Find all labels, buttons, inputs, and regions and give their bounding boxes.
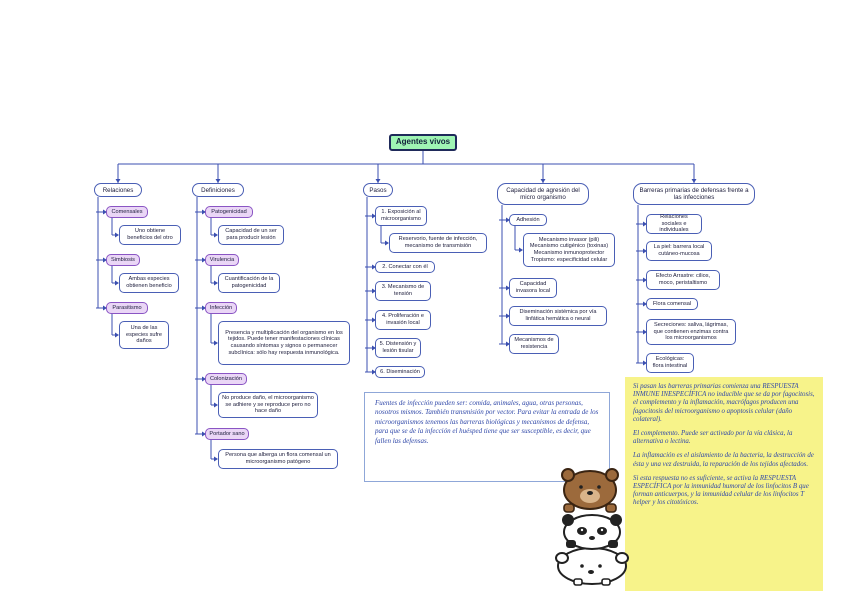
definicion-infeccion-desc: Presencia y multiplicación del organismo…	[218, 321, 350, 365]
relacion-comensales-desc: Uno obtiene beneficios del otro	[119, 225, 181, 245]
definicion-portador-desc: Persona que alberga un flora comensal un…	[218, 449, 338, 469]
relacion-simbiosis: Simbiosis	[106, 254, 140, 266]
category-barreras: Barreras primarias de defensas frente a …	[633, 183, 755, 205]
capacidad-invasora: Capacidad invasora local	[509, 278, 557, 298]
category-definiciones: Definiciones	[192, 183, 244, 197]
category-relaciones: Relaciones	[94, 183, 142, 197]
paso-1-desc: Reservorio, fuente de infección, mecanis…	[389, 233, 487, 253]
root-node: Agentes vivos	[389, 134, 457, 151]
definicion-virulencia-desc: Cuantificación de la patogenicidad	[218, 273, 280, 293]
category-capacidad: Capacidad de agresión del micro organism…	[497, 183, 589, 205]
capacidad-diseminacion: Diseminación sistémica por vía linfática…	[509, 306, 607, 326]
definicion-patogenicidad: Patogenicidad	[205, 206, 253, 218]
relacion-simbiosis-desc: Ambas especies obtienen beneficio	[119, 273, 179, 293]
definicion-virulencia: Virulencia	[205, 254, 239, 266]
definicion-colonizacion-desc: No produce daño, el microorganismo se ad…	[218, 392, 318, 418]
relacion-parasitismo-desc: Una de las especies sufre daños	[119, 321, 169, 349]
fuentes-infeccion-note: Fuentes de infección pueden ser: comida,…	[364, 392, 610, 482]
capacidad-adhesion-desc: Mecanismo invasor (pili) Mecanismo cutig…	[523, 233, 615, 267]
paso-5: 5. Distensión y lesión tisular	[375, 338, 421, 358]
respuesta-inespecifica-text: Si pasan las barreras primarias comienza…	[633, 383, 815, 423]
barrera-3: Efecto Arrastre: cilios, moco, peristalt…	[646, 270, 720, 290]
definicion-infeccion: Infección	[205, 302, 237, 314]
respuesta-inmune-note: Si pasan las barreras primarias comienza…	[625, 377, 823, 591]
definicion-colonizacion: Colonización	[205, 373, 247, 385]
stacked-bears-icon	[555, 468, 629, 586]
paso-4: 4. Proliferación e invasión local	[375, 310, 431, 330]
category-pasos: Pasos	[363, 183, 393, 197]
barrera-2: La piel: barrera local cutáneo-mucosa	[646, 241, 712, 261]
paso-6: 6. Diseminación	[375, 366, 425, 378]
paso-2: 2. Conectar con él	[375, 261, 435, 273]
relacion-comensales: Comensales	[106, 206, 148, 218]
relacion-parasitismo: Parasitismo	[106, 302, 148, 314]
barrera-1: Relaciones sociales e individuales	[646, 214, 702, 234]
inflamacion-text: La inflamación es el aislamiento de la b…	[633, 452, 814, 468]
capacidad-resistencia: Mecanismos de resistencia	[509, 334, 559, 354]
paso-1: 1. Exposición al microorganismo	[375, 206, 427, 226]
barrera-4: Flora comensal	[646, 298, 698, 310]
barrera-5: Secreciones: saliva, lágrimas, que conti…	[646, 319, 736, 345]
barrera-6: Ecológicas: flora intestinal	[646, 353, 694, 373]
definicion-portador: Portador sano	[205, 428, 249, 440]
capacidad-adhesion: Adhesión	[509, 214, 547, 226]
definicion-patogenicidad-desc: Capacidad de un ser para producir lesión	[218, 225, 284, 245]
paso-3: 3. Mecanismo de tensión	[375, 281, 431, 301]
complemento-text: El complemento. Puede ser activado por l…	[633, 430, 793, 446]
respuesta-especifica-text: Si esta respuesta no es suficiente, se a…	[633, 474, 809, 507]
